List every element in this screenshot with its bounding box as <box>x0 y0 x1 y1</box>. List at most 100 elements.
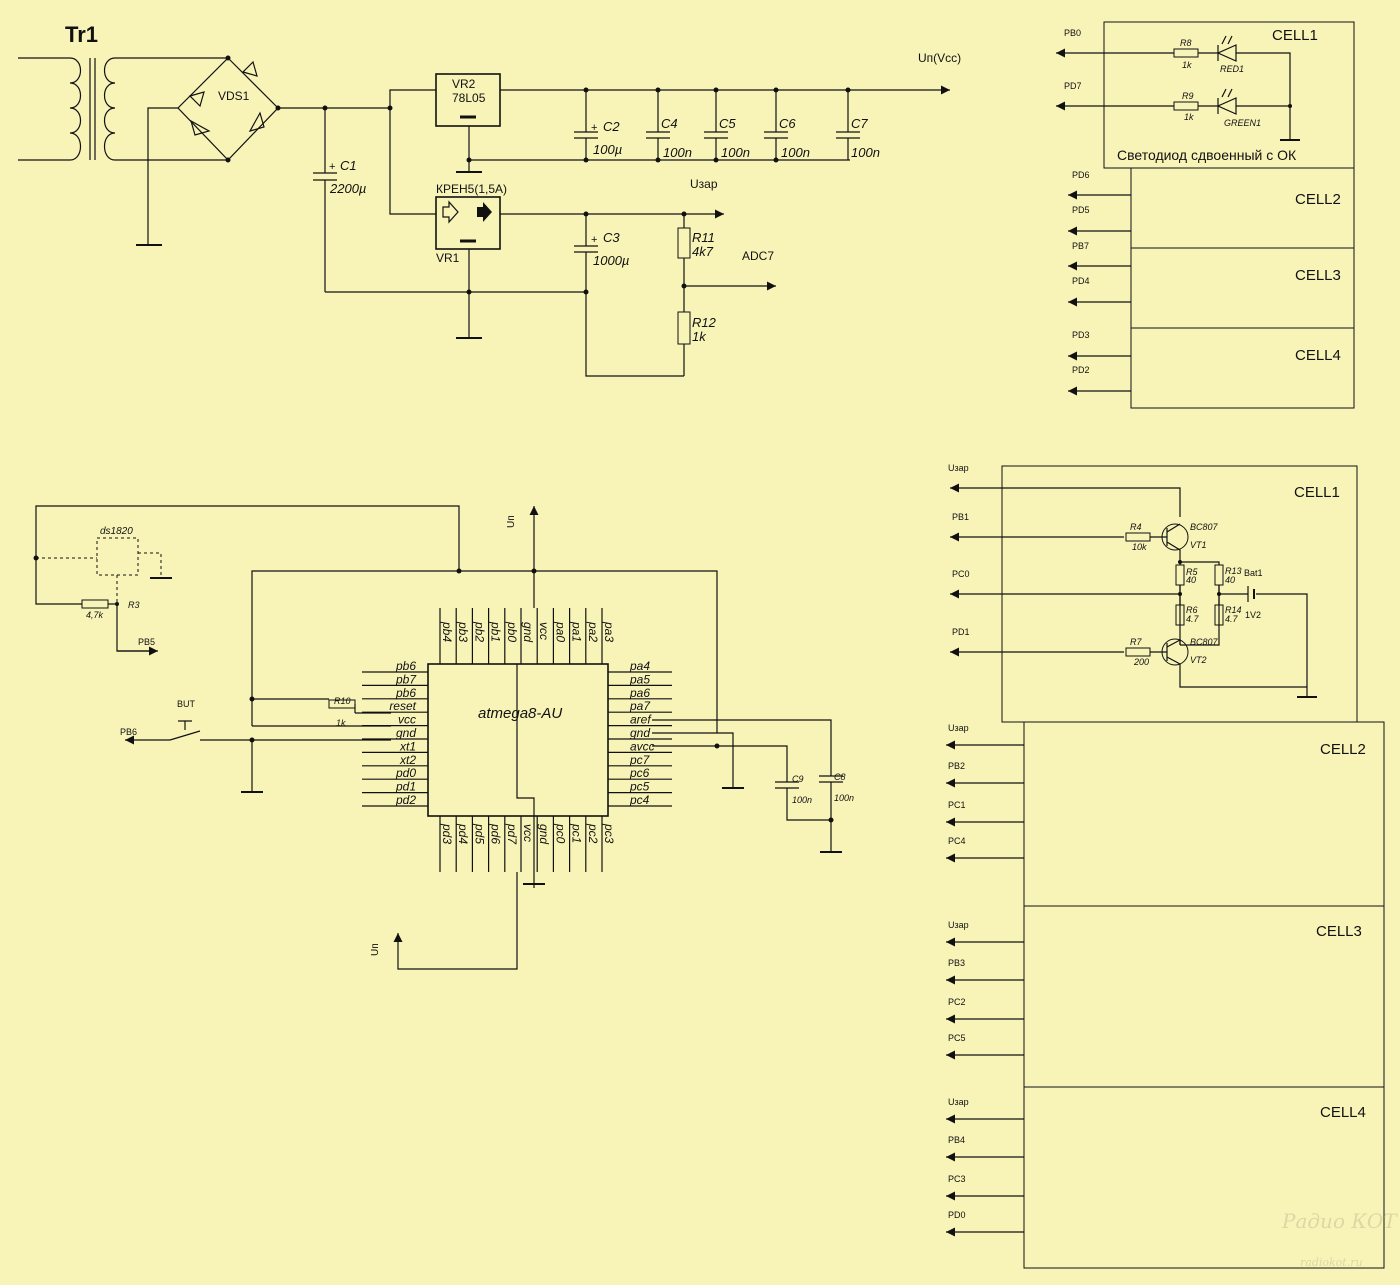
vr1-name: VR1 <box>436 251 460 265</box>
r13-label: R13 <box>1225 566 1242 576</box>
vt2-name: VT2 <box>1190 655 1207 665</box>
c4-label: C4 <box>661 116 678 131</box>
ds1820-sensor: ds1820 R3 4,7k PB5 <box>33 505 460 656</box>
capacitor-c6: C6 100n <box>764 87 810 163</box>
watermark-main: Радио КОТ <box>1281 1209 1398 1233</box>
r10-value: 1k <box>336 718 346 728</box>
green-led: GREEN1 <box>1216 88 1261 128</box>
capacitor-c2: + C2 100µ <box>574 87 622 163</box>
regulator-vr2: VR2 78L05 <box>435 73 501 173</box>
charger-cell4-title: CELL4 <box>1320 1104 1366 1121</box>
cell-net-label: PB2 <box>948 761 965 771</box>
led-cell1-title: CELL1 <box>1272 27 1318 44</box>
led-net-1: PD5 <box>1072 205 1090 215</box>
c1-label: C1 <box>340 158 357 173</box>
vt2-part: BC807 <box>1190 637 1219 647</box>
pd7-net: PD7 <box>1064 81 1082 91</box>
red-led-label: RED1 <box>1220 64 1244 74</box>
top-pin-pb4: pb4 <box>440 621 454 642</box>
un-bottom-label: Uп <box>370 943 381 956</box>
right-pin-pc7: pc7 <box>629 753 651 767</box>
resistor-r12: R12 1k <box>677 311 717 345</box>
led-cell2-title: CELL2 <box>1295 191 1341 208</box>
power-supply-section: Tr1 VDS1 C1 + 2200µ <box>18 22 961 377</box>
top-pin-pa3: pa3 <box>602 621 616 642</box>
left-pin-pd2: pd2 <box>395 793 416 807</box>
cell-net-label: PB4 <box>948 1135 965 1145</box>
left-pin-pb6: pb6 <box>395 659 416 673</box>
charger-cell2-title: CELL2 <box>1320 741 1366 758</box>
bottom-pin-pd7: pd7 <box>505 823 519 845</box>
cell-net-label: PD0 <box>948 1210 966 1220</box>
vt1-part: BC807 <box>1190 522 1219 532</box>
r12-value: 1k <box>692 329 707 344</box>
c3-label: C3 <box>603 230 620 245</box>
bottom-pin-gnd: gnd <box>537 824 551 844</box>
r3-value: 4,7k <box>86 610 104 620</box>
cell-net-label: PC5 <box>948 1033 966 1043</box>
bottom-pin-pc1: pc1 <box>570 823 584 843</box>
c7-value: 100n <box>851 145 880 160</box>
vt1-name: VT1 <box>1190 540 1207 550</box>
top-pin-pa1: pa1 <box>570 621 584 642</box>
top-pin-pb2: pb2 <box>472 621 486 642</box>
left-pin-reset: reset <box>389 699 416 713</box>
top-pin-pa0: pa0 <box>553 621 567 642</box>
top-pin-pa2: pa2 <box>586 621 600 642</box>
right-pin-aref: aref <box>630 713 652 727</box>
r9-value: 1k <box>1184 112 1194 122</box>
r7-label: R7 <box>1130 637 1142 647</box>
c8-value: 100n <box>834 793 854 803</box>
left-pin-pd1: pd1 <box>395 780 416 794</box>
ch-pc0-net: PC0 <box>952 569 970 579</box>
r4-label: R4 <box>1130 522 1142 532</box>
ch-uzar-net: Uзар <box>948 463 969 473</box>
up-vcc-label: Uп(Vcc) <box>918 51 961 65</box>
right-pin-gnd: gnd <box>630 726 650 740</box>
c9-label: C9 <box>792 774 804 784</box>
atmega8-chip <box>427 663 609 817</box>
uzar-label: Uзар <box>690 177 718 191</box>
resistor-r11: R11 4k7 <box>677 214 715 376</box>
pb0-net: PB0 <box>1064 28 1081 38</box>
bottom-pin-pd6: pd6 <box>489 823 503 844</box>
led-net-5: PD2 <box>1072 365 1090 375</box>
r11-label: R11 <box>692 230 715 245</box>
green-led-label: GREEN1 <box>1224 118 1261 128</box>
ch-pb1-net: PB1 <box>952 512 969 522</box>
left-pin-vcc: vcc <box>398 713 416 727</box>
led-caption: Светодиод сдвоенный с ОК <box>1117 147 1297 163</box>
capacitor-c5: C5 100n <box>704 87 750 163</box>
right-pin-pa7: pa7 <box>629 699 651 713</box>
r4-value: 10k <box>1132 542 1147 552</box>
capacitor-c9: C9 100n <box>775 774 831 821</box>
led-cell4-title: CELL4 <box>1295 347 1341 364</box>
but-label: BUT <box>177 699 196 709</box>
bottom-pin-pc2: pc2 <box>586 823 600 844</box>
radiokot-watermark: Радио КОТ radiokot.ru <box>1281 1209 1398 1269</box>
vds1-label: VDS1 <box>218 89 250 103</box>
red-led: RED1 <box>1216 35 1244 74</box>
capacitor-c1: C1 + 2200µ <box>313 108 366 292</box>
c1-value: 2200µ <box>329 181 366 196</box>
bat1-label: Bat1 <box>1244 568 1263 578</box>
charger-section: CELL1 Uзар BC807 VT1 PB1 R4 10k <box>946 463 1385 1269</box>
bat1-value: 1V2 <box>1245 610 1261 620</box>
svg-text:+: + <box>591 122 597 134</box>
un-top-label: Uп <box>506 515 517 528</box>
tr1-label: Tr1 <box>65 22 98 47</box>
right-pin-pc6: pc6 <box>629 766 650 780</box>
r5-label: R5 <box>1186 567 1198 577</box>
c5-value: 100n <box>721 145 750 160</box>
top-pin-pb3: pb3 <box>456 621 470 642</box>
right-pin-pa5: pa5 <box>629 672 650 686</box>
top-pin-gnd: gnd <box>521 622 535 642</box>
r12-label: R12 <box>692 315 717 330</box>
pb5-net: PB5 <box>138 637 155 647</box>
led-net-0: PD6 <box>1072 170 1090 180</box>
led-net-3: PD4 <box>1072 276 1090 286</box>
c6-value: 100n <box>781 145 810 160</box>
r14-label: R14 <box>1225 605 1242 615</box>
c2-value: 100µ <box>593 142 622 157</box>
